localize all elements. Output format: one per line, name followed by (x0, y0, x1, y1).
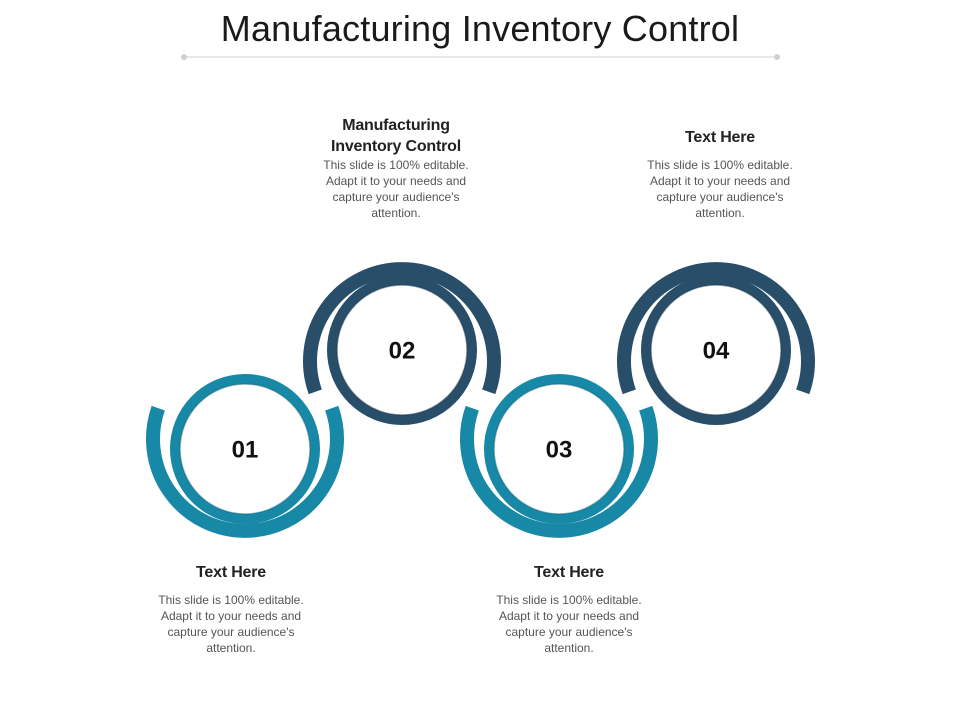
step-1-outer-arc (146, 405, 344, 538)
title-separator (181, 54, 780, 60)
step-2-ring: 02 (303, 262, 501, 425)
step-1-number: 01 (232, 437, 259, 464)
step-2-number: 02 (389, 338, 416, 365)
step-3-number: 03 (546, 437, 573, 464)
step-3-description: This slide is 100% editable. Adapt it to… (496, 593, 642, 655)
step-1-text-block: Text Here This slide is 100% editable. A… (131, 562, 331, 656)
step-4-inner-ring (641, 275, 791, 425)
step-3-heading: Text Here (534, 564, 604, 581)
step-4-text-block: Text Here This slide is 100% editable. A… (620, 127, 820, 221)
step-3-ring: 03 (460, 374, 658, 538)
page-title: Manufacturing Inventory Control (220, 8, 740, 49)
step-1-ring: 01 (146, 374, 344, 538)
step-4-description: This slide is 100% editable. Adapt it to… (647, 158, 793, 220)
step-1-description: This slide is 100% editable. Adapt it to… (158, 593, 304, 655)
step-2-text-block: Manufacturing Inventory Control This sli… (296, 115, 496, 221)
step-2-description: This slide is 100% editable. Adapt it to… (323, 158, 469, 220)
step-3-inner-ring (484, 374, 634, 524)
step-3-text-block: Text Here This slide is 100% editable. A… (469, 562, 669, 656)
step-2-heading: Manufacturing Inventory Control (331, 117, 461, 155)
step-4-heading: Text Here (685, 129, 755, 146)
step-4-number: 04 (703, 338, 730, 365)
step-4-outer-arc (617, 262, 815, 395)
step-1-heading: Text Here (196, 564, 266, 581)
step-1-inner-ring (170, 374, 320, 524)
step-4-ring: 04 (617, 262, 815, 425)
step-3-outer-arc (460, 405, 658, 538)
step-2-inner-ring (327, 275, 477, 425)
step-2-outer-arc (303, 262, 501, 395)
